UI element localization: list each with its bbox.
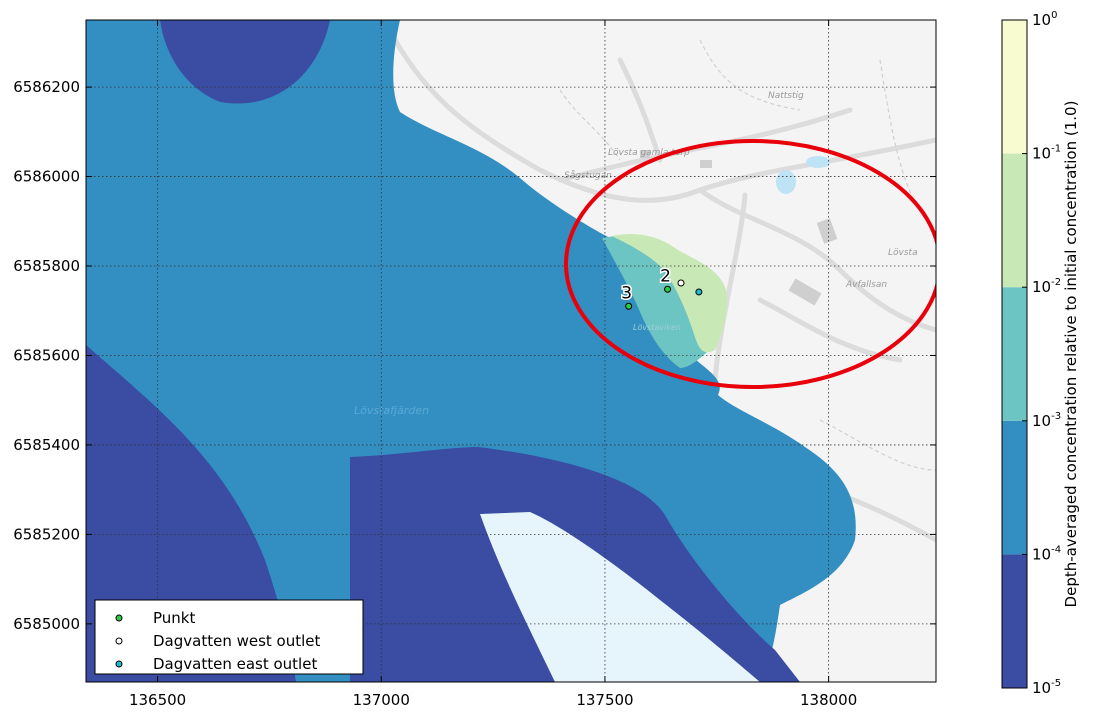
legend-label: Punkt (153, 609, 195, 627)
map-label: Lövsta gamla torp (608, 148, 690, 158)
colorbar-label: Depth-averaged concentration relative to… (1062, 101, 1080, 608)
point-marker (625, 302, 633, 310)
map-label: Sågstugan (564, 170, 612, 181)
markers: 23 (620, 265, 703, 310)
x-tick-label: 137500 (576, 691, 633, 709)
map-label: Lövsta (888, 248, 918, 258)
concentration-level-1e-5 (160, 20, 330, 104)
highlight-ellipse (564, 139, 936, 389)
colorbar-frame (1001, 19, 1028, 689)
colorbar: 10-5 10-4 10-3 10-2 10-1 100 Depth-averaged c… (1001, 10, 1080, 697)
map-label: Lövstafjärden (354, 404, 429, 417)
y-axis: 6585000 6585200 6585400 6585600 6585800 65860… (13, 78, 936, 633)
y-tick-label: 6585600 (13, 346, 80, 364)
colorbar-tick-label: 100 (1032, 10, 1057, 29)
colorbar-tick-label: 10-4 (1032, 544, 1061, 563)
legend: Punkt Dagvatten west outlet Dagvatten ea… (94, 599, 364, 675)
colorbar-tick-label: 10-1 (1032, 144, 1061, 163)
y-tick-label: 6586000 (13, 168, 80, 186)
buildings (640, 150, 838, 306)
legend-label: Dagvatten west outlet (153, 632, 321, 650)
map-label: Avfallsan (845, 280, 887, 290)
shallow-area (480, 512, 760, 682)
point-label: 2 (660, 266, 671, 286)
concentration-level-1e-2 (612, 233, 728, 353)
y-tick-label: 6585200 (13, 525, 80, 543)
legend-marker-punkt (115, 614, 123, 622)
colorbar-band (1002, 20, 1027, 154)
concentration-level-1e-3 (602, 235, 712, 368)
colorbar-band (1002, 554, 1027, 688)
legend-marker-east-outlet (115, 660, 123, 668)
pond (776, 170, 796, 194)
y-tick-label: 6585800 (13, 257, 80, 275)
colorbar-tick-label: 10-2 (1032, 277, 1061, 296)
colorbar-tick-label: 10-3 (1032, 411, 1061, 430)
concentration-level-1e-5 (86, 345, 296, 682)
x-tick-label: 136500 (129, 691, 186, 709)
colorbar-band (1002, 287, 1027, 421)
colorbar-tick-label: 10-5 (1032, 678, 1061, 697)
point-label: 3 (621, 283, 632, 303)
point-marker (677, 279, 685, 287)
legend-label: Dagvatten east outlet (153, 655, 317, 673)
map-label: Lövstaviken (633, 323, 681, 332)
y-tick-label: 6585000 (13, 615, 80, 633)
gridlines (86, 20, 936, 682)
y-tick-label: 6585400 (13, 436, 80, 454)
plot-frame (85, 19, 937, 683)
x-axis: 136500 137000 137500 138000 (129, 20, 857, 709)
point-marker (664, 285, 672, 293)
legend-marker-west-outlet (115, 637, 123, 645)
point-marker (695, 288, 703, 296)
pond (806, 156, 830, 168)
colorbar-band (1002, 153, 1027, 288)
map-layer: Sågstugan Lövsta gamla torp Nattstig Löv… (86, 20, 936, 682)
map-label: Nattstig (768, 91, 804, 101)
x-tick-label: 138000 (800, 691, 857, 709)
legend-box (94, 599, 364, 675)
y-tick-label: 6586200 (13, 78, 80, 96)
x-tick-label: 137000 (353, 691, 410, 709)
colorbar-band (1002, 420, 1027, 555)
